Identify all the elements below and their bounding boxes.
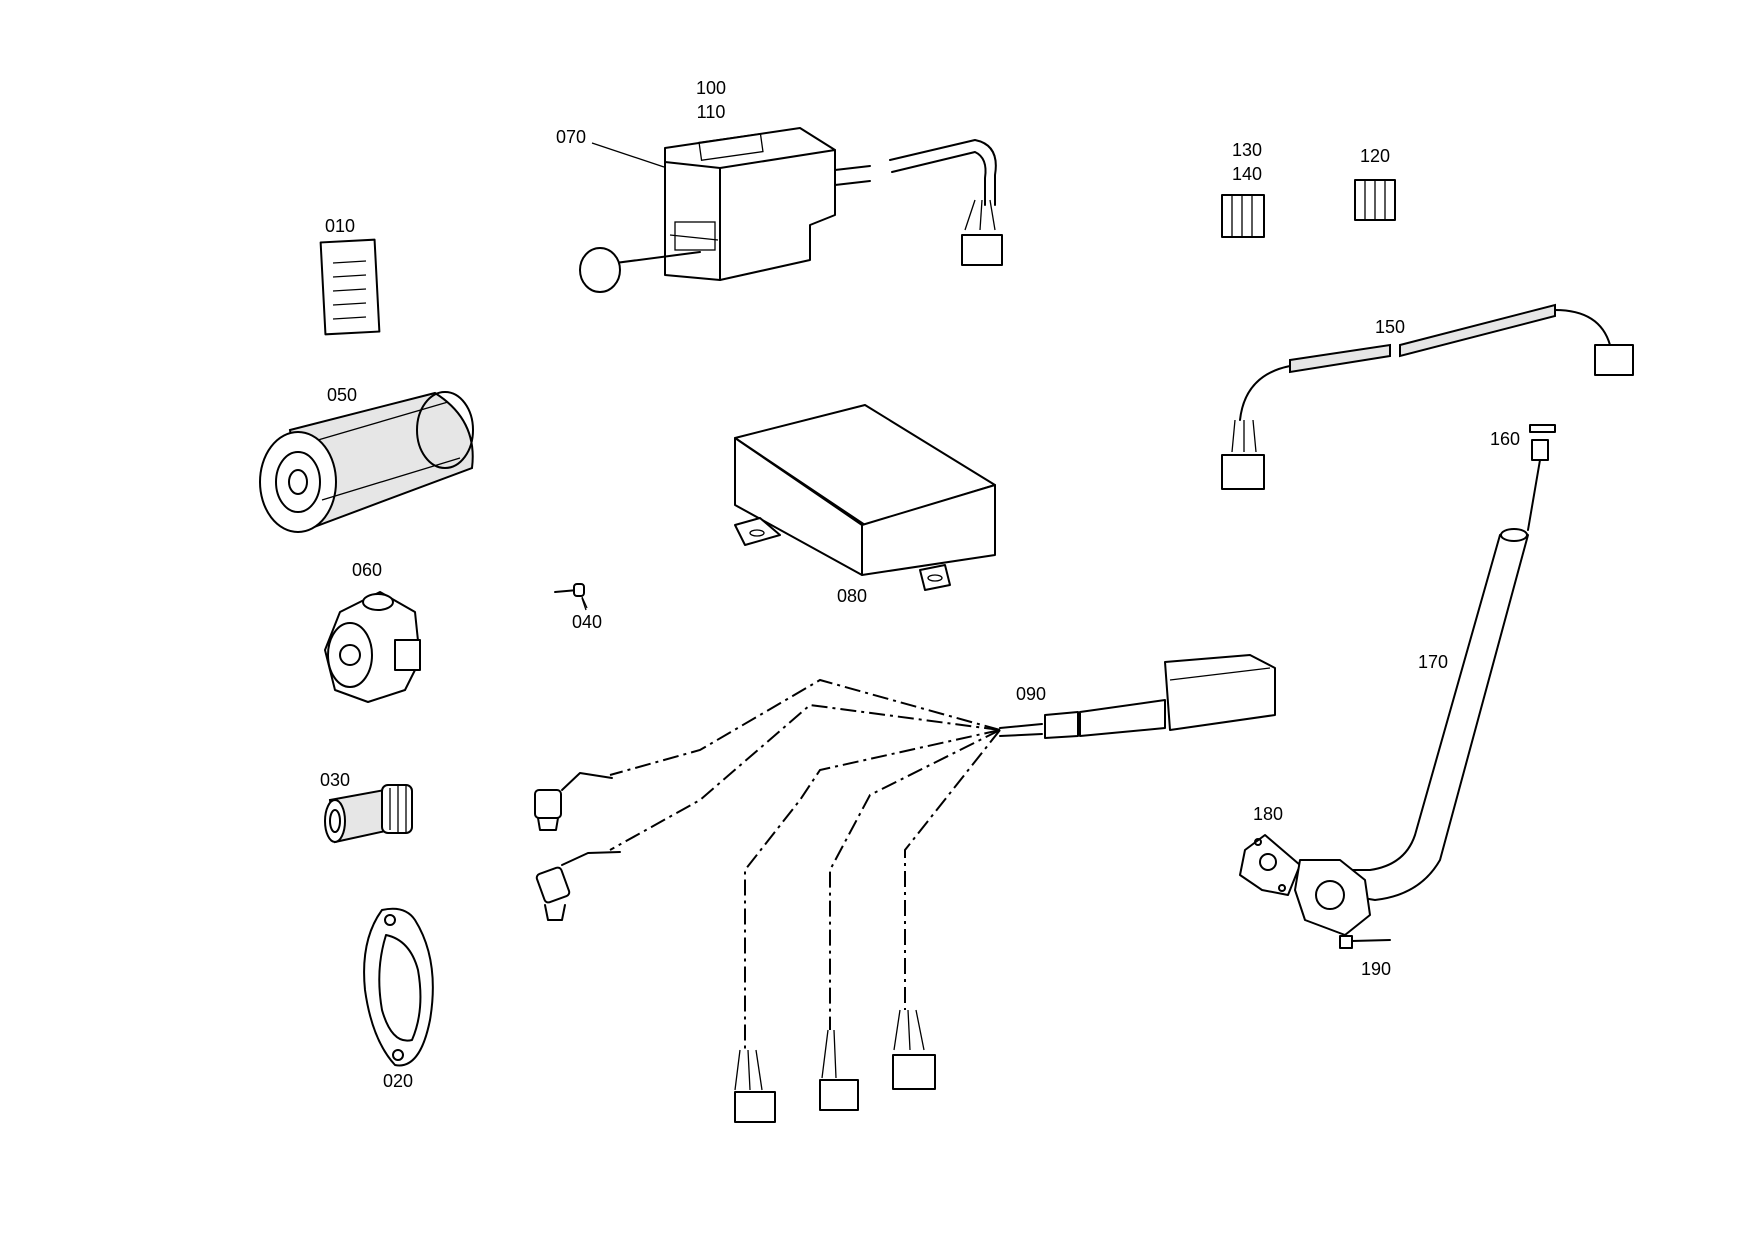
label-110: 110	[697, 102, 726, 122]
label-160: 160	[1490, 429, 1520, 449]
label-180: 180	[1253, 804, 1283, 824]
part-120-connector[interactable]	[1354, 179, 1396, 221]
part-150-cable[interactable]	[1221, 303, 1634, 490]
part-080-control-box[interactable]	[734, 404, 996, 591]
label-120: 120	[1360, 146, 1390, 166]
part-020-gasket[interactable]	[363, 907, 434, 1067]
label-170: 170	[1418, 652, 1448, 672]
part-190-bolt[interactable]	[1339, 935, 1391, 949]
label-070: 070	[556, 127, 586, 147]
part-160-sensor[interactable]	[1527, 424, 1556, 531]
part-060-valve-block[interactable]	[324, 591, 421, 703]
label-060: 060	[352, 560, 382, 580]
part-010-document[interactable]	[319, 238, 381, 336]
label-100: 100	[696, 78, 726, 98]
label-040: 040	[572, 612, 602, 632]
part-170-dipstick-tube[interactable]	[1344, 528, 1529, 901]
part-130-140-connector[interactable]	[1221, 194, 1265, 238]
tube-flange	[1294, 859, 1371, 936]
label-140: 140	[1232, 164, 1262, 184]
leader-040	[581, 597, 587, 611]
label-090: 090	[1016, 684, 1046, 704]
part-180-flange-gasket[interactable]	[1239, 834, 1301, 896]
label-050: 050	[327, 385, 357, 405]
label-030: 030	[320, 770, 350, 790]
part-070-control-unit[interactable]	[579, 127, 1003, 293]
part-090-wiring-harness[interactable]	[534, 654, 1276, 1123]
leader-070	[591, 142, 665, 168]
label-130: 130	[1232, 140, 1262, 160]
label-190: 190	[1361, 959, 1391, 979]
label-080: 080	[837, 586, 867, 606]
part-050-filter[interactable]	[259, 391, 474, 533]
label-150: 150	[1375, 317, 1405, 337]
part-030-threaded-sleeve[interactable]	[324, 784, 413, 844]
label-020: 020	[383, 1071, 413, 1091]
part-040-screw[interactable]	[554, 583, 588, 609]
label-010: 010	[325, 216, 355, 236]
